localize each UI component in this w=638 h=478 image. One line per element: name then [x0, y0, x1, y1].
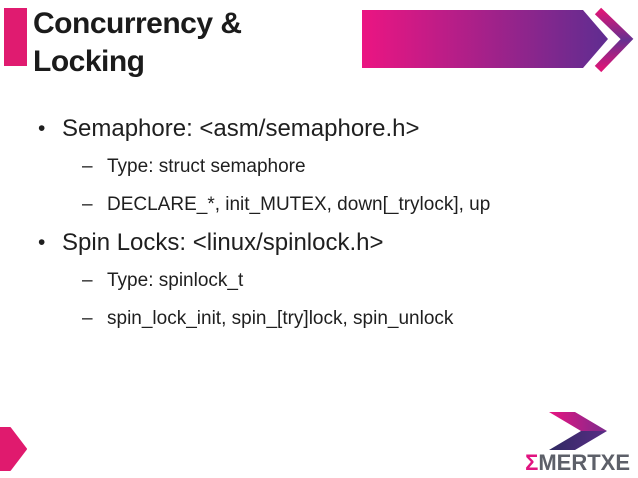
footer-arrow-shape [0, 427, 27, 471]
list-item: • Spin Locks: <linux/spinlock.h> [38, 224, 628, 262]
list-item-text: Type: spinlock_t [107, 270, 244, 291]
dash-icon: – [82, 308, 93, 329]
list-item-text: DECLARE_*, init_MUTEX, down[_trylock], u… [107, 194, 491, 215]
title-accent-bar [4, 8, 27, 66]
banner-arrow-shape [362, 10, 608, 68]
list-item: – Type: spinlock_t [82, 262, 628, 300]
logo: ΣMERTXE [525, 411, 630, 474]
logo-name: MERTXE [538, 450, 630, 475]
list-item-text: Semaphore: <asm/semaphore.h> [62, 115, 420, 142]
bullet-icon: • [38, 117, 46, 140]
list-item-text: Type: struct semaphore [107, 156, 306, 177]
bullet-icon: • [38, 231, 46, 254]
list-item-text: spin_lock_init, spin_[try]lock, spin_unl… [107, 308, 454, 329]
list-item: • Semaphore: <asm/semaphore.h> [38, 110, 628, 148]
list-item-text: Spin Locks: <linux/spinlock.h> [62, 229, 384, 256]
dash-icon: – [82, 270, 93, 291]
bullet-list: • Semaphore: <asm/semaphore.h> – Type: s… [38, 110, 628, 338]
list-item: – DECLARE_*, init_MUTEX, down[_trylock],… [82, 186, 628, 224]
dash-icon: – [82, 156, 93, 177]
logo-chevron-upper-arm [548, 412, 607, 431]
list-item: – spin_lock_init, spin_[try]lock, spin_u… [82, 300, 628, 338]
logo-chevron-lower-arm [548, 431, 607, 450]
list-item: – Type: struct semaphore [82, 148, 628, 186]
page-title: Concurrency & Locking [33, 5, 242, 81]
header-arrow-banner [362, 7, 634, 73]
header-chevron-icon [594, 7, 634, 73]
dash-icon: – [82, 194, 93, 215]
page-title-line-2: Locking [33, 45, 145, 78]
logo-sigma: Σ [525, 450, 539, 475]
logo-chevron-icon [548, 412, 607, 450]
page-title-line-1: Concurrency & [33, 7, 242, 40]
logo-text: ΣMERTXE [525, 452, 630, 474]
footer-arrow-icon [0, 427, 27, 471]
